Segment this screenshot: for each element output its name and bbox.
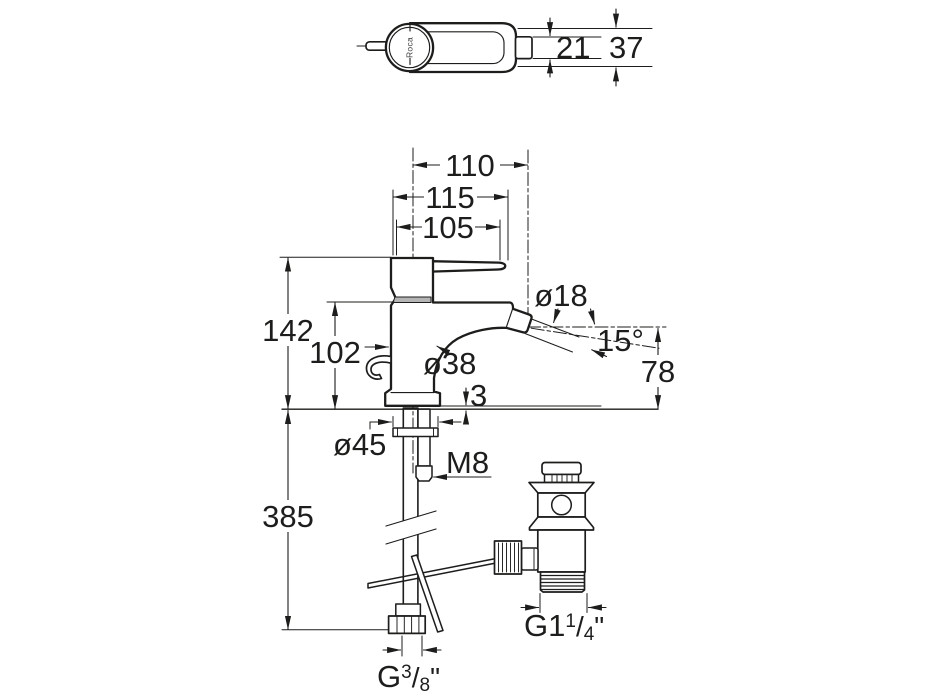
waste-plug-band — [543, 473, 580, 484]
dim-label-37: 37 — [609, 30, 643, 65]
dim-label-dia45: ø45 — [333, 427, 386, 462]
dim-label-dia18: ø18 — [534, 278, 587, 313]
dimension-78: 78 — [638, 327, 678, 410]
knurled-rod-nut — [493, 540, 523, 575]
dimension-385: 385 — [260, 409, 390, 631]
base-washer-plate — [392, 427, 439, 438]
dim-label-3: 3 — [470, 378, 487, 413]
handle-end-tab — [514, 35, 533, 60]
break-line-lower — [385, 528, 437, 545]
waste-upper-body — [536, 492, 587, 518]
popup-pull-rod — [410, 554, 444, 633]
dim-label-15deg: 15° — [597, 323, 644, 358]
cartridge-band — [392, 296, 432, 303]
body-circle-top-view — [384, 22, 435, 73]
dimension-waste-thread: G11/4" — [520, 593, 607, 645]
waste-lower-body — [536, 529, 587, 573]
brand-logo: Roca — [405, 37, 415, 58]
dim-label-g1-1-4: G11/4" — [524, 608, 604, 645]
popup-rod-hook — [365, 355, 392, 380]
fixing-stud — [417, 408, 431, 467]
dimension-115: 115 — [392, 180, 509, 261]
dim-label-g3-8: G3/8" — [377, 659, 440, 696]
under-deck-assembly — [367, 407, 497, 635]
spout-angle-centerline — [508, 324, 660, 349]
dimension-142: 142 — [262, 256, 392, 410]
dim-label-dia38: ø38 — [423, 346, 476, 381]
top-view: Roca 21 37 — [356, 8, 653, 87]
dimension-handle-end-21: 21 — [532, 17, 602, 78]
waste-upper-flange — [528, 481, 595, 494]
hose-break-gap — [386, 511, 436, 544]
dim-label-102: 102 — [309, 335, 361, 370]
mixer-lever — [424, 260, 507, 273]
dimension-dia38: ø38 — [364, 343, 476, 381]
dimension-3: 3 — [462, 378, 487, 425]
dim-label-385: 385 — [262, 499, 314, 534]
aerator-joint-line — [505, 308, 514, 329]
dimension-110: 110 — [412, 148, 529, 183]
dim-label-142: 142 — [262, 313, 314, 348]
dim-label-m8: M8 — [446, 445, 489, 480]
fixing-stud-sleeve — [415, 465, 433, 482]
rod-inlet-collar — [520, 547, 539, 571]
front-view-faucet — [365, 256, 533, 407]
dimension-105: 105 — [396, 210, 501, 261]
dimension-dia45: ø45 — [333, 416, 462, 462]
waste-lower-flange — [528, 516, 595, 531]
dim-label-78: 78 — [641, 354, 675, 389]
hose-nut — [387, 615, 427, 635]
dimension-angle-15: 15° — [591, 323, 644, 359]
dimension-supply-thread: G3/8" — [377, 635, 442, 696]
popup-waste-assembly — [493, 461, 595, 593]
overflow-hole — [550, 494, 573, 516]
dim-label-115: 115 — [425, 180, 474, 215]
dimension-102: 102 — [309, 301, 395, 410]
hose-collar — [395, 603, 422, 617]
dimension-m8: M8 — [433, 445, 492, 481]
break-line-upper — [385, 510, 437, 527]
faucet-body-outline — [384, 256, 533, 407]
waste-plug-cap — [541, 461, 582, 476]
dim-label-105: 105 — [422, 210, 474, 245]
dimension-body-37: 37 — [517, 8, 653, 87]
dim-label-21: 21 — [556, 30, 590, 65]
dim-label-110: 110 — [445, 148, 494, 183]
dimension-dia18: ø18 — [524, 278, 596, 353]
